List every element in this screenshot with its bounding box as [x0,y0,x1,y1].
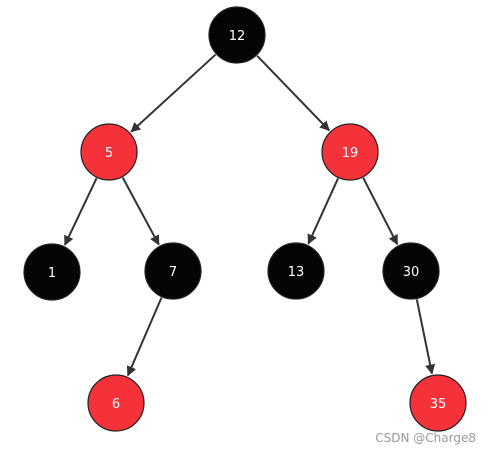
tree-node-12: 12 [208,6,266,64]
edge-12-to-5 [130,53,217,133]
node-label: 30 [403,265,420,280]
tree-node-13: 13 [267,242,325,300]
node-label: 12 [229,29,246,44]
edge-30-to-35 [415,299,436,375]
edge-19-to-30 [362,177,399,246]
node-label: 13 [288,265,305,280]
tree-node-5: 5 [80,123,138,181]
edge-12-to-19 [256,55,330,132]
edge-7-to-6 [126,297,163,377]
tree-node-35: 35 [409,374,467,432]
tree-node-19: 19 [321,123,379,181]
edge-5-to-7 [121,177,160,246]
node-circle-red [80,123,138,181]
edge-19-to-13 [307,177,339,245]
tree-node-6: 6 [87,374,145,432]
tree-edges [63,53,436,377]
tree-node-1: 1 [23,243,81,301]
node-circle-black [267,242,325,300]
node-label: 1 [48,266,56,281]
node-circle-black [208,6,266,64]
node-label: 35 [430,397,447,412]
node-label: 7 [169,265,177,280]
node-label: 5 [105,146,113,161]
node-label: 6 [112,397,120,412]
node-circle-black [23,243,81,301]
node-circle-red [321,123,379,181]
watermark-text: CSDN @Charge8 [375,431,476,445]
node-circle-black [144,242,202,300]
node-circle-black [382,242,440,300]
edge-5-to-1 [63,177,98,246]
node-circle-red [87,374,145,432]
node-circle-red [409,374,467,432]
node-label: 19 [342,146,359,161]
tree-node-7: 7 [144,242,202,300]
tree-nodes: 12 5 19 1 7 13 30 6 35 [23,6,467,432]
tree-node-30: 30 [382,242,440,300]
